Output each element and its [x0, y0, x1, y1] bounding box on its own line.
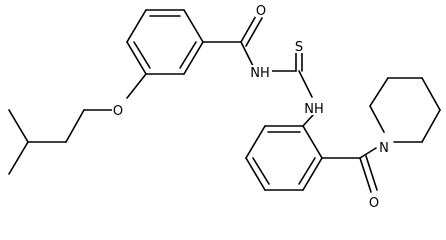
structure-canvas: O S NH NH O N O	[8, 3, 441, 211]
thiourea-group	[271, 51, 313, 98]
atom-nh-lower: NH	[304, 102, 324, 117]
isopentyloxy-chain	[8, 73, 147, 175]
atom-s-thio: S	[295, 40, 303, 55]
atom-nh-upper: NH	[250, 66, 270, 81]
chemical-structure-diagram: O S NH NH O N O	[8, 3, 441, 211]
atom-o-ether: O	[113, 104, 123, 119]
amide-carbonyl-lower	[321, 147, 378, 193]
amide-carbonyl-upper	[202, 13, 263, 67]
atom-o-carbonyl-top: O	[256, 4, 266, 19]
atom-o-carbonyl-bottom: O	[369, 196, 379, 211]
benzene-ring-upper	[126, 9, 204, 75]
piperidine-ring	[369, 77, 441, 143]
atom-labels: O S NH NH O N O	[112, 3, 391, 211]
benzene-ring-lower	[245, 114, 323, 191]
atom-n-piperidine: N	[379, 141, 389, 156]
